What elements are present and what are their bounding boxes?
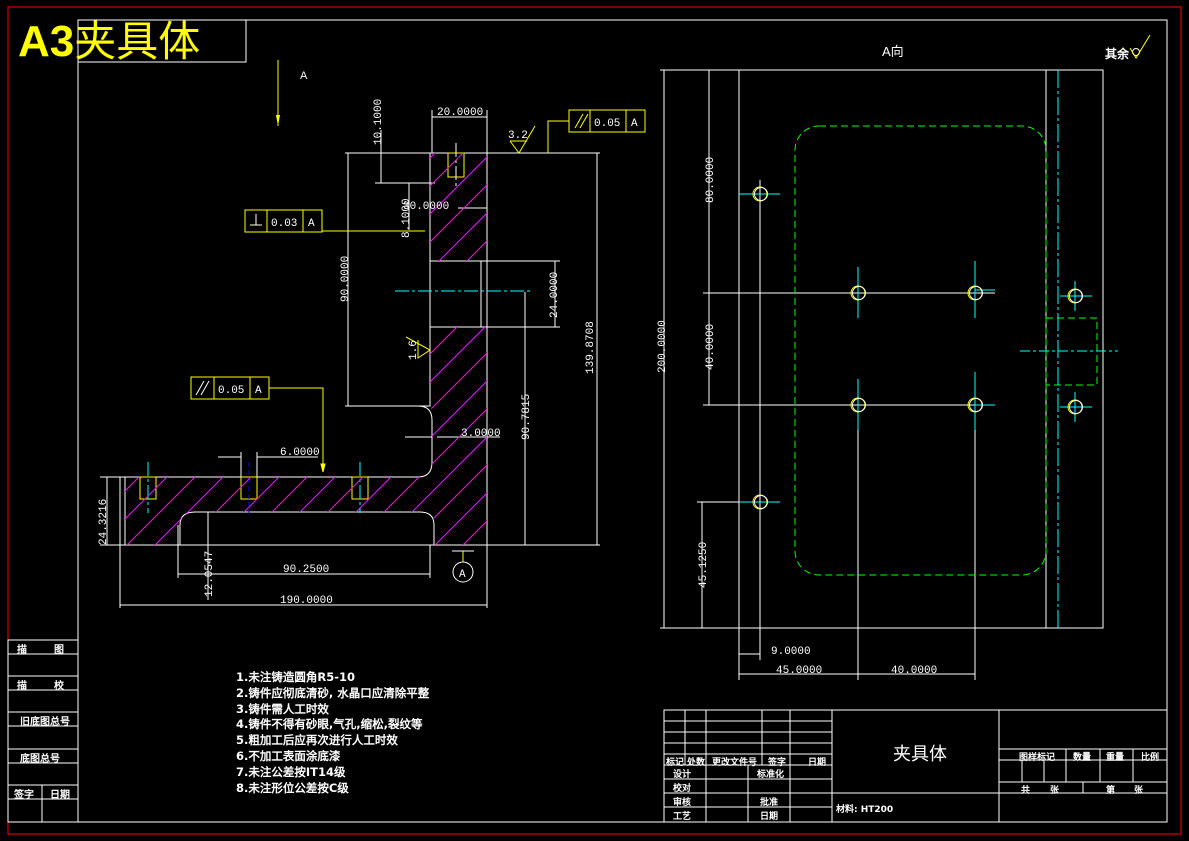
dim-8-1: 8.1000 [401,198,413,238]
rev-header: 标记 [666,758,685,768]
dim-80: 80.0000 [705,157,717,203]
title-prefix: A3 [18,17,75,66]
dim-12-0547: 12.0547 [204,551,216,597]
note-item: 3.铸件需人工时效 [236,701,329,716]
tolerance-frame-middle [244,209,425,233]
section-view [100,110,600,608]
title-block [663,709,1168,823]
note-item: 8.未注形位公差按C级 [236,780,349,795]
side-cell: 日期 [50,790,70,801]
note-item: 1.未注铸造圆角R5-10 [236,670,356,684]
side-cell: 底图总号 [20,754,60,765]
material: 材料: HT200 [836,805,894,815]
dim-45-125: 45.1250 [698,542,710,588]
section-label: A [300,70,308,82]
view-a-outline [660,69,1104,680]
view-a-centerlines [739,70,1118,628]
sheet-info: 张 [1134,786,1144,796]
view-a-holes [752,186,1083,510]
dim-3: 3.0000 [461,428,501,440]
sign-label: 设计 [673,770,692,780]
dim-90: 90.0000 [340,256,352,302]
sign-label: 审核 [673,798,692,808]
info-header: 图样标记 [1019,753,1056,763]
roughness-symbol-side [405,336,431,359]
roughness-top-value: 3.2 [508,130,528,142]
section-hatching [125,153,487,545]
tol-bottom-value: 0.05 [218,385,244,397]
dim-190: 190.0000 [280,595,333,607]
tol-top-datum: A [631,118,638,130]
rev-header: 更改文件号 [712,758,758,768]
note-item: 2.铸件应彻底清砂, 水晶口应清除平整 [236,685,430,700]
sign-label: 标准化 [757,770,785,780]
dim-90-7815: 90.7815 [521,394,533,440]
roughness-symbol-top [509,125,536,154]
rev-header: 日期 [808,758,827,768]
dim-200: 200.0000 [657,320,669,373]
rev-header: 处数 [687,758,706,768]
side-cell: 图 [54,645,64,656]
side-table [7,639,79,823]
section-centerlines [147,143,533,513]
dim-10-1: 10.1000 [373,99,385,145]
dim-6: 6.0000 [280,447,320,459]
inner-frame [77,19,1168,823]
outer-border [7,6,1182,835]
roughness-side-value: 1.6 [408,340,420,360]
note-item: 6.不加工表面涂底漆 [236,748,341,763]
sign-label: 校对 [673,784,692,794]
side-cell: 签字 [14,790,34,801]
tolerance-frame-bottom [190,376,326,473]
side-cell: 描 [17,681,27,692]
tol-middle-datum: A [308,218,315,230]
datum-label: A [459,569,466,581]
note-item: 7.未注公差按IT14级 [236,764,346,779]
drawing-title-overlay: A3夹具体 [18,20,200,64]
info-header: 比例 [1141,753,1160,763]
general-roughness-symbol [1129,34,1151,59]
side-cell: 校 [54,681,64,692]
dim-30: 30.0000 [403,201,449,213]
sheet-info: 共 [1021,786,1031,796]
dim-20: 20.0000 [437,107,483,119]
rev-header: 签字 [768,758,787,768]
hidden-bore-outline [1046,317,1098,386]
dim-90-25: 90.2500 [283,564,329,576]
dim-139-8708: 139.8708 [585,321,597,374]
tolerance-frame-top [547,109,646,153]
part-name: 夹具体 [893,744,947,765]
dim-24-3216: 24.3216 [98,499,110,545]
tol-bottom-datum: A [255,385,262,397]
side-cell: 描 [17,645,27,656]
sheet-info: 张 [1050,786,1060,796]
tol-middle-value: 0.03 [271,218,297,230]
tol-top-value: 0.05 [594,118,620,130]
dim-24: 24.0000 [549,272,561,318]
sign-label: 批准 [760,798,779,808]
technical-notes: 1.未注铸造圆角R5-10 2.铸件应彻底清砂, 水晶口应清除平整 3.铸件需人… [236,670,429,796]
sign-label: 工艺 [673,812,692,822]
sign-label: 日期 [760,812,779,822]
sheet-info: 第 [1106,786,1116,796]
dim-45: 45.0000 [776,665,822,677]
note-item: 5.粗加工后应再次进行人工时效 [236,733,398,748]
note-item: 4.铸件不得有砂眼,气孔,缩松,裂纹等 [236,717,423,732]
title-name: 夹具体 [74,17,201,66]
dim-40-horizontal: 40.0000 [891,665,937,677]
section-arrow-a [276,60,280,126]
view-a-label: A向 [882,44,904,59]
surface-finish-general: 其余 [1105,46,1130,61]
hidden-pocket-outline [794,125,1047,576]
info-header: 数量 [1073,753,1092,763]
title-overlay-box [77,19,247,63]
dim-9: 9.0000 [771,646,811,658]
side-cell: 旧底图总号 [20,717,70,728]
dim-40-vertical: 40.0000 [705,324,717,370]
info-header: 重量 [1106,753,1125,763]
